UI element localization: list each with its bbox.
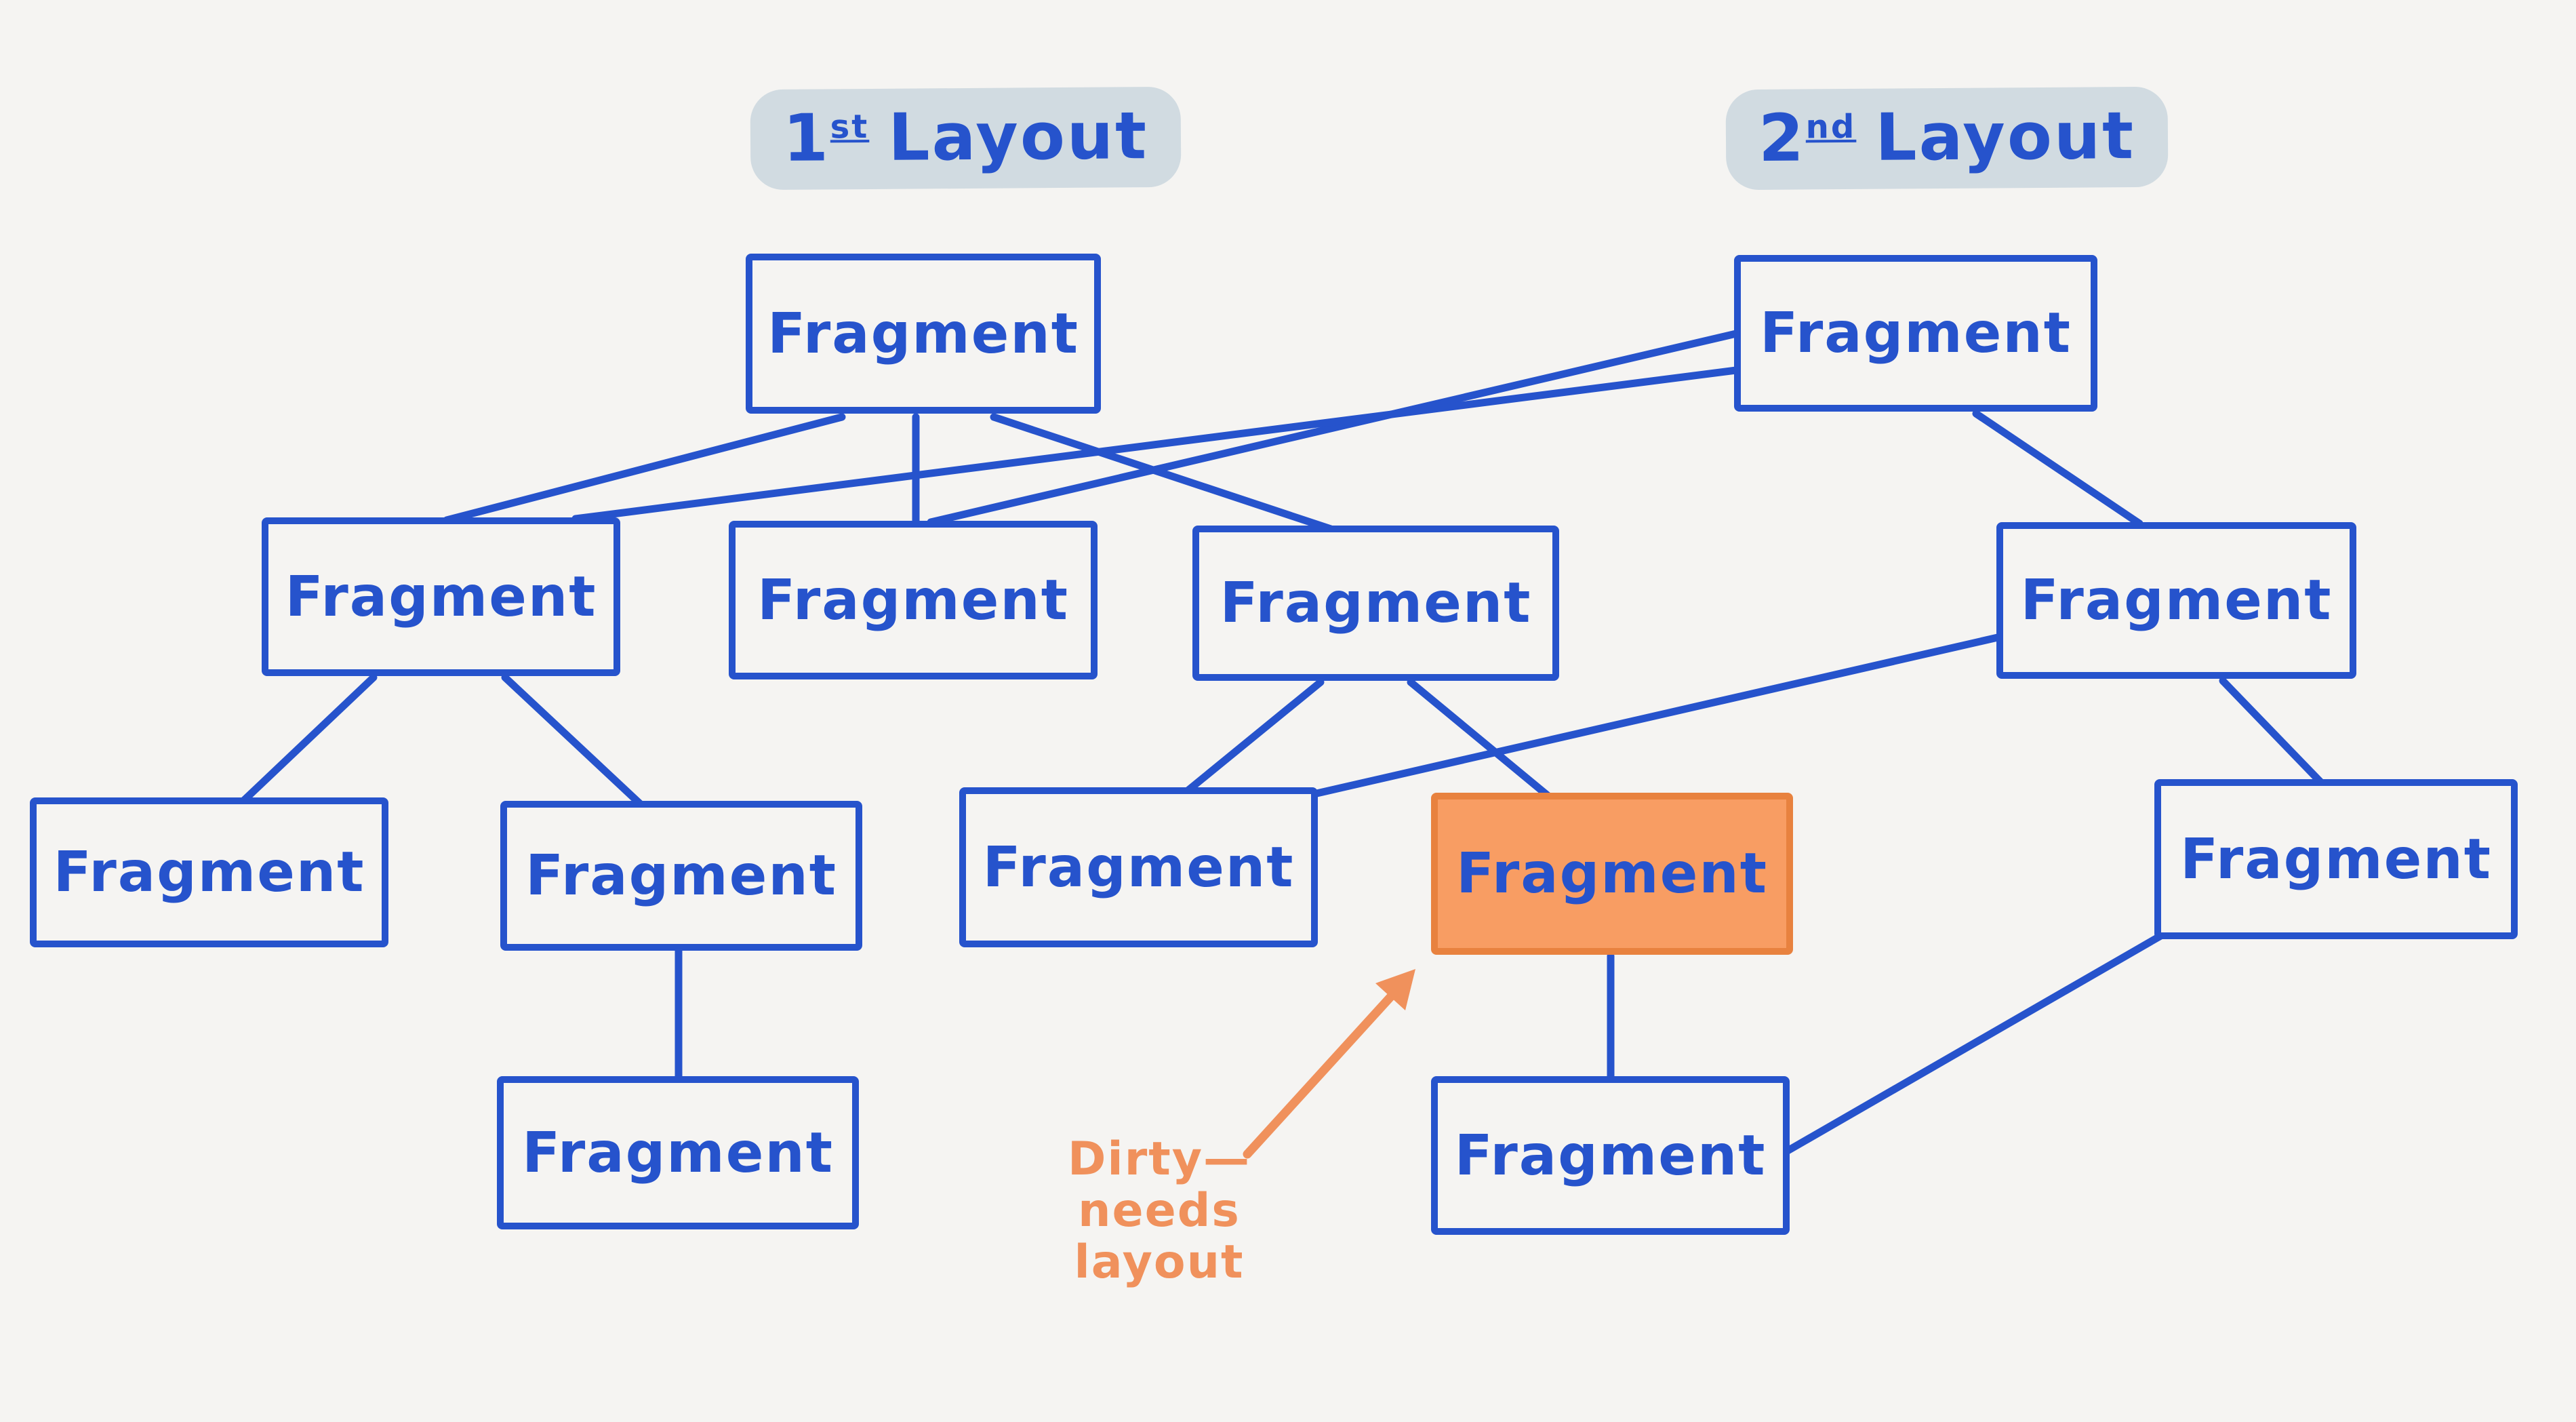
fragment-label: Fragment <box>525 844 837 908</box>
dirty-annotation-line1: Dirty— <box>1067 1132 1251 1186</box>
fragment-label: Fragment <box>1220 571 1532 635</box>
fragment-node-shared1: Fragment <box>959 787 1318 947</box>
fragment-label: Fragment <box>285 564 597 629</box>
fragment-node-root1: Fragment <box>746 254 1101 414</box>
dirty-annotation-line3: layout <box>1074 1236 1245 1290</box>
title-second-ordinal-suffix: nd <box>1805 107 1857 146</box>
dirty-annotation-line2: needs <box>1078 1184 1241 1238</box>
fragment-node-childM: Fragment <box>729 521 1098 679</box>
fragment-label: Fragment <box>757 568 1069 633</box>
fragment-node-childR: Fragment <box>1192 526 1559 681</box>
edge-childR-dirty <box>1407 678 1552 799</box>
title-second-word: Layout <box>1874 98 2136 176</box>
fragment-label: Fragment <box>522 1120 834 1185</box>
title-first-number: 1 <box>782 100 831 176</box>
edge-childR-shared1 <box>1184 678 1325 795</box>
title-first-ordinal-suffix: st <box>830 107 870 146</box>
fragment-node-root2: Fragment <box>1734 255 2097 412</box>
fragment-node-leaf2: Fragment <box>500 801 862 951</box>
edge-root1-childL <box>443 413 846 524</box>
fragment-node-dirty: Fragment <box>1431 793 1793 955</box>
fragment-label: Fragment <box>2020 568 2333 633</box>
title-second-layout: 2nd Layout <box>1725 86 2169 191</box>
fragment-node-leaf2child: Fragment <box>497 1076 859 1229</box>
title-second-number: 2 <box>1758 100 1807 176</box>
fragment-label: Fragment <box>1456 842 1768 906</box>
fragment-label: Fragment <box>1760 301 2072 366</box>
tree-edge-group <box>239 330 2325 1155</box>
dirty-annotation: Dirty— needs layout <box>983 1132 1335 1290</box>
edge-root2-childM <box>927 330 1740 526</box>
edge-childL-leaf2 <box>501 673 645 808</box>
fragment-label: Fragment <box>2180 827 2492 892</box>
fragment-label: Fragment <box>982 835 1295 900</box>
edge-child2-leaf3 <box>2219 677 2325 787</box>
fragment-node-leaf1: Fragment <box>30 797 388 947</box>
edge-root2-child2 <box>1972 410 2144 528</box>
fragment-node-childL: Fragment <box>262 517 620 676</box>
title-first-word: Layout <box>887 98 1149 176</box>
fragment-node-leaf3: Fragment <box>2154 779 2518 939</box>
edge-root1-childR <box>990 413 1335 533</box>
edge-childL-leaf1 <box>239 673 378 805</box>
title-first-layout: 1st Layout <box>750 86 1182 191</box>
fragment-node-dirtyChild: Fragment <box>1431 1076 1790 1235</box>
fragment-label: Fragment <box>53 840 365 905</box>
edge-root2-childL <box>571 366 1740 523</box>
edge-leaf3-dirtyChild <box>1784 930 2167 1155</box>
fragment-label: Fragment <box>1454 1123 1767 1188</box>
fragment-label: Fragment <box>767 301 1079 366</box>
edge-child2-shared1 <box>1310 633 2002 798</box>
fragment-node-child2: Fragment <box>1996 522 2356 679</box>
